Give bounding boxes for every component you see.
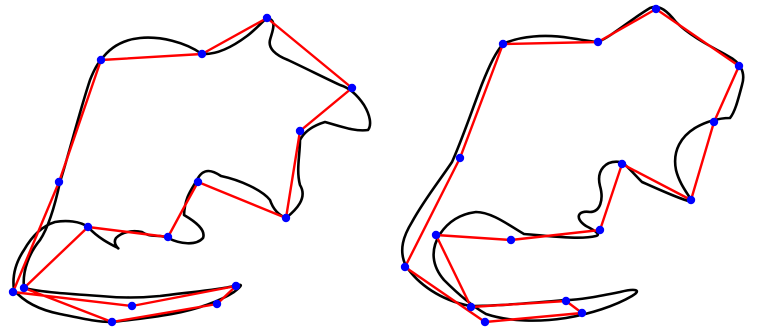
left-vertex <box>263 14 271 22</box>
right-vertex <box>596 226 604 234</box>
left-vertices <box>9 14 356 326</box>
left-vertex <box>9 288 17 296</box>
right-vertex <box>594 38 602 46</box>
right-vertex <box>562 297 570 305</box>
right-vertex <box>578 309 586 317</box>
left-vertex <box>296 127 304 135</box>
left-vertex <box>128 302 136 310</box>
right-vertex <box>499 40 507 48</box>
right-vertex <box>687 196 695 204</box>
right-vertex <box>432 231 440 239</box>
left-vertex <box>198 50 206 58</box>
right-vertex <box>481 318 489 326</box>
left-vertex <box>232 282 240 290</box>
right-vertex <box>401 263 409 271</box>
left-panel <box>9 14 370 326</box>
left-vertex <box>108 318 116 326</box>
left-vertex <box>55 178 63 186</box>
left-vertex <box>97 56 105 64</box>
right-vertex <box>507 236 515 244</box>
left-polygon <box>13 18 352 322</box>
right-polygon <box>405 9 739 322</box>
right-panel <box>401 5 743 326</box>
left-vertex <box>348 84 356 92</box>
left-vertex <box>164 233 172 241</box>
left-vertex <box>20 284 28 292</box>
left-vertex <box>213 300 221 308</box>
left-vertex <box>194 178 202 186</box>
right-vertex <box>735 62 743 70</box>
right-vertex <box>467 303 475 311</box>
right-vertex <box>710 118 718 126</box>
right-vertices <box>401 5 743 326</box>
right-shape-contour <box>402 7 743 321</box>
left-shape-contour <box>13 18 370 322</box>
right-vertex <box>618 160 626 168</box>
left-vertex <box>282 214 290 222</box>
right-vertex <box>456 154 464 162</box>
right-vertex <box>652 5 660 13</box>
left-vertex <box>84 223 92 231</box>
